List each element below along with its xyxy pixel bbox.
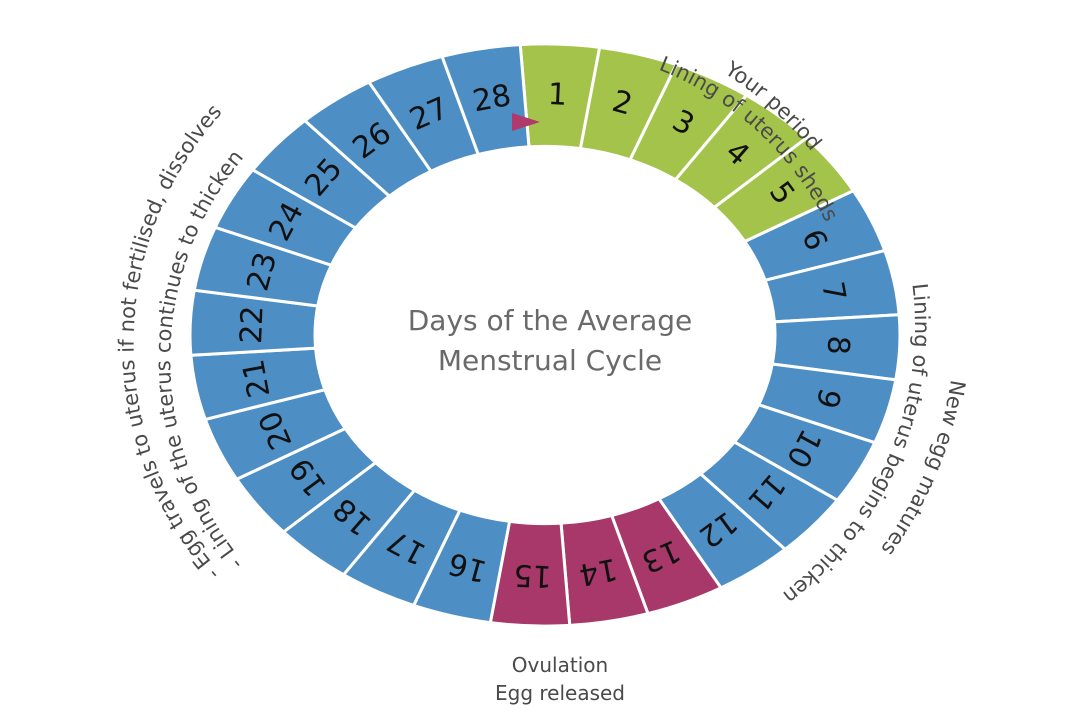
center-title-line-1: Days of the Average [408, 304, 693, 337]
day-segment-28 [440, 43, 531, 157]
day-label-21: 21 [236, 357, 277, 401]
day-label-1: 1 [547, 77, 568, 113]
day-label-15: 15 [513, 557, 553, 594]
ovulation-annotation: Ovulation Egg released [495, 653, 625, 705]
ovulation-annotation-line-2: Egg released [495, 681, 625, 705]
day-label-22: 22 [234, 305, 271, 345]
triangle-right-icon [512, 113, 540, 131]
ovulation-annotation-line-1: Ovulation [512, 653, 608, 677]
period-start-marker [512, 113, 540, 131]
day-label-14: 14 [576, 551, 620, 592]
day-label-28: 28 [470, 78, 514, 119]
center-title: Days of the Average Menstrual Cycle [408, 304, 693, 377]
day-label-8: 8 [820, 335, 856, 356]
center-title-line-2: Menstrual Cycle [438, 344, 662, 377]
